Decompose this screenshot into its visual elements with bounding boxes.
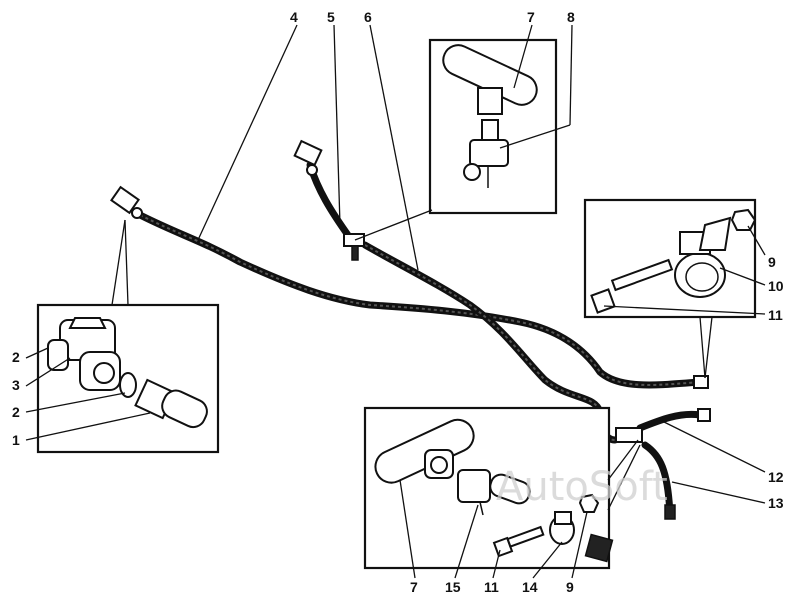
drain-valve-knob	[463, 163, 481, 181]
callout-1: 1	[12, 432, 20, 448]
banjo-port	[93, 362, 115, 384]
mid-tee-fitting	[343, 233, 365, 247]
callout-9-bottom: 9	[566, 579, 574, 595]
callout-7-top: 7	[527, 9, 535, 25]
right-end-fitting	[693, 375, 709, 389]
callout-2-upper: 2	[12, 349, 20, 365]
mid-tee-valve	[351, 245, 359, 261]
callout-12: 12	[768, 469, 784, 485]
hose-13	[641, 441, 674, 519]
sealing-washer	[119, 372, 137, 398]
hose-6-core	[364, 244, 616, 441]
tee-branch	[477, 87, 503, 115]
watermark-text: AutoSoft	[496, 464, 668, 510]
callout-8: 8	[567, 9, 575, 25]
drain-valve-body	[469, 139, 509, 167]
callout-15: 15	[445, 579, 461, 595]
lower-tee-port	[430, 456, 448, 474]
callout-14: 14	[522, 579, 538, 595]
hose-12-end	[697, 408, 711, 422]
callout-2-lower: 2	[12, 404, 20, 420]
hose-13-end	[664, 504, 676, 520]
left-end-nut	[131, 207, 143, 219]
top-end-nut	[306, 164, 318, 176]
clamp-tab	[698, 216, 732, 251]
clamp-bolt-shank	[610, 258, 674, 292]
inset-left	[36, 219, 220, 454]
callout-6: 6	[364, 9, 372, 25]
lower-clamp-lug	[554, 511, 572, 525]
left-end-fitting	[110, 185, 140, 215]
callout-labels: 4 5 6 7 8 9 10 11 12 13 2 3 2 1 7 15 11 …	[12, 9, 784, 595]
callout-13: 13	[768, 495, 784, 511]
lower-hose-stub	[584, 533, 614, 563]
inset-right	[583, 198, 757, 379]
lower-clamp-nut	[578, 493, 600, 513]
callout-10: 10	[768, 278, 784, 294]
lower-tee-fitting	[615, 427, 643, 443]
callout-5: 5	[327, 9, 335, 25]
hose-end-sleeve	[161, 389, 208, 429]
lower-clamp-bolt-shank	[506, 525, 545, 548]
hose-4	[136, 211, 704, 389]
callout-11-bottom: 11	[484, 579, 499, 595]
callout-9-right: 9	[768, 254, 776, 270]
lower-drain-valve	[457, 469, 491, 503]
main-hose-lines	[136, 161, 704, 519]
inset-top	[354, 38, 558, 241]
callout-3: 3	[12, 377, 20, 393]
callout-7-bottom: 7	[410, 579, 418, 595]
lower-valve-outlet	[489, 473, 531, 505]
hose-fittings	[110, 139, 711, 520]
inset-bottom	[363, 406, 641, 570]
top-end-fitting	[293, 139, 323, 167]
hose-12	[636, 410, 704, 432]
banjo-bolt-head	[68, 317, 107, 329]
leader-lines	[25, 24, 766, 579]
drain-valve-stem	[481, 119, 499, 143]
callout-4: 4	[290, 9, 298, 25]
callout-11-right: 11	[768, 307, 783, 323]
hose-5	[306, 161, 354, 242]
